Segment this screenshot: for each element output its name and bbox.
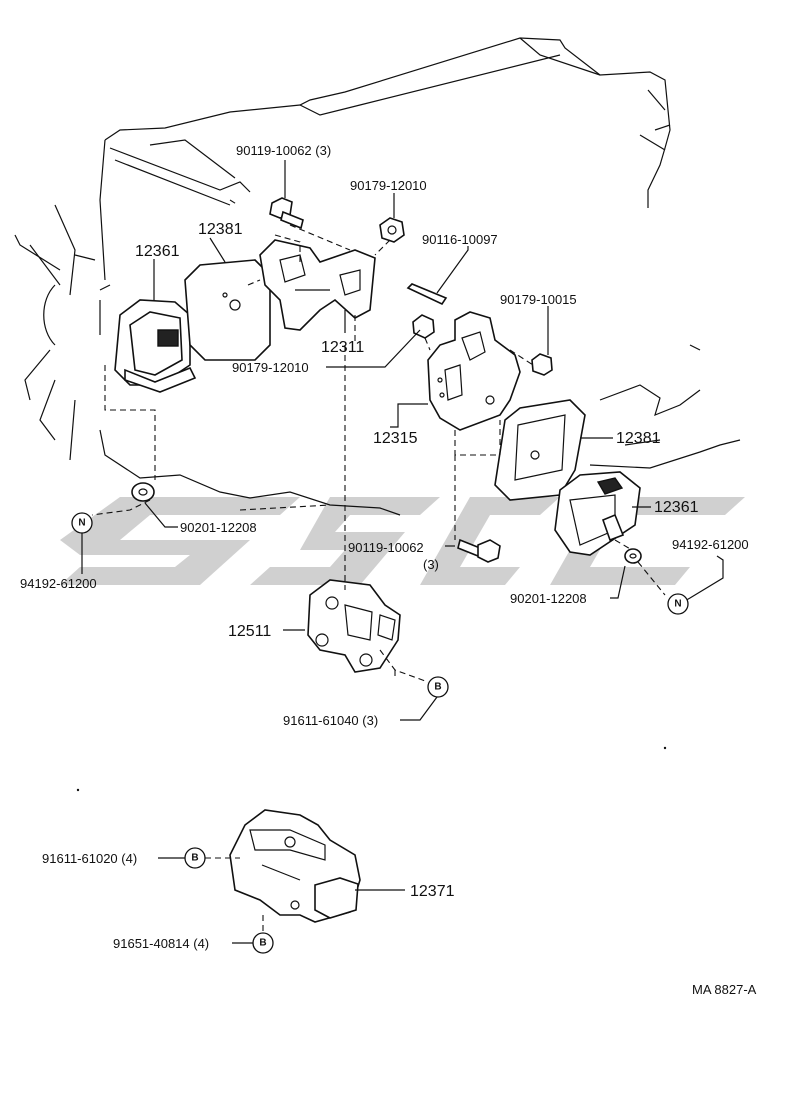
bolt-90119-10062-mid	[457, 538, 501, 563]
svg-text:N: N	[78, 518, 85, 529]
cooling-fan	[14, 204, 111, 461]
symbol-n-right: N	[667, 593, 689, 615]
label-91611-61040: 91611-61040 (3)	[283, 713, 378, 728]
left-engine-mount-insulator	[114, 299, 197, 393]
stud-90116-10097	[406, 283, 448, 306]
label-12361-left: 12361	[135, 243, 180, 260]
svg-text:N: N	[674, 599, 681, 610]
label-91651-40814: 91651-40814 (4)	[113, 936, 209, 951]
rear-engine-mount	[307, 579, 401, 673]
symbol-b-lower: B	[252, 932, 274, 954]
label-91611-61020: 91611-61020 (4)	[42, 851, 137, 866]
nut-90179-12010-top	[379, 217, 405, 243]
label-90201-12208-left: 90201-12208	[180, 520, 257, 535]
right-engine-mount-insulator	[554, 471, 641, 556]
svg-text:B: B	[259, 938, 266, 949]
label-90119-10062-mid-qty: (3)	[423, 557, 439, 572]
washer-90201-12208-right	[624, 548, 642, 564]
nut-90179-10015	[531, 353, 553, 376]
right-engine-bracket	[427, 311, 521, 431]
label-94192-61200-right: 94192-61200	[672, 537, 749, 552]
label-90116-10097: 90116-10097	[422, 232, 498, 247]
assembly-dashed-lines	[91, 199, 666, 940]
symbol-b-mid: B	[427, 676, 449, 698]
symbol-b-upper: B	[184, 847, 206, 869]
label-12311: 12311	[321, 339, 364, 356]
label-90179-10015: 90179-10015	[500, 292, 577, 307]
label-12381-left: 12381	[198, 221, 243, 238]
svg-text:B: B	[434, 682, 441, 693]
left-engine-bracket	[259, 239, 376, 331]
engine-outline	[99, 37, 741, 516]
symbol-n-left: N	[71, 512, 93, 534]
label-12361-right: 12361	[654, 499, 699, 516]
label-90119-10062-top: 90119-10062 (3)	[236, 143, 331, 158]
label-90179-12010-top: 90179-12010	[350, 178, 427, 193]
label-12371: 12371	[410, 883, 455, 900]
left-heat-insulator	[184, 259, 271, 361]
right-heat-insulator	[494, 399, 586, 501]
label-12315: 12315	[373, 430, 418, 447]
label-90119-10062-mid: 90119-10062	[348, 540, 424, 555]
diagram-reference-code: MA 8827-A	[692, 982, 757, 997]
label-12511: 12511	[228, 623, 271, 640]
bolt-90119-10062-top	[269, 197, 304, 230]
washer-90201-12208-left	[131, 482, 155, 502]
label-94192-61200-left: 94192-61200	[20, 576, 97, 591]
transmission-mount	[229, 809, 361, 923]
leader-lines	[81, 160, 724, 944]
label-90201-12208-right: 90201-12208	[510, 591, 587, 606]
svg-text:B: B	[191, 853, 198, 864]
stray-marks	[76, 746, 667, 792]
label-12381-right: 12381	[616, 430, 661, 447]
label-90179-12010-mid: 90179-12010	[232, 360, 309, 375]
